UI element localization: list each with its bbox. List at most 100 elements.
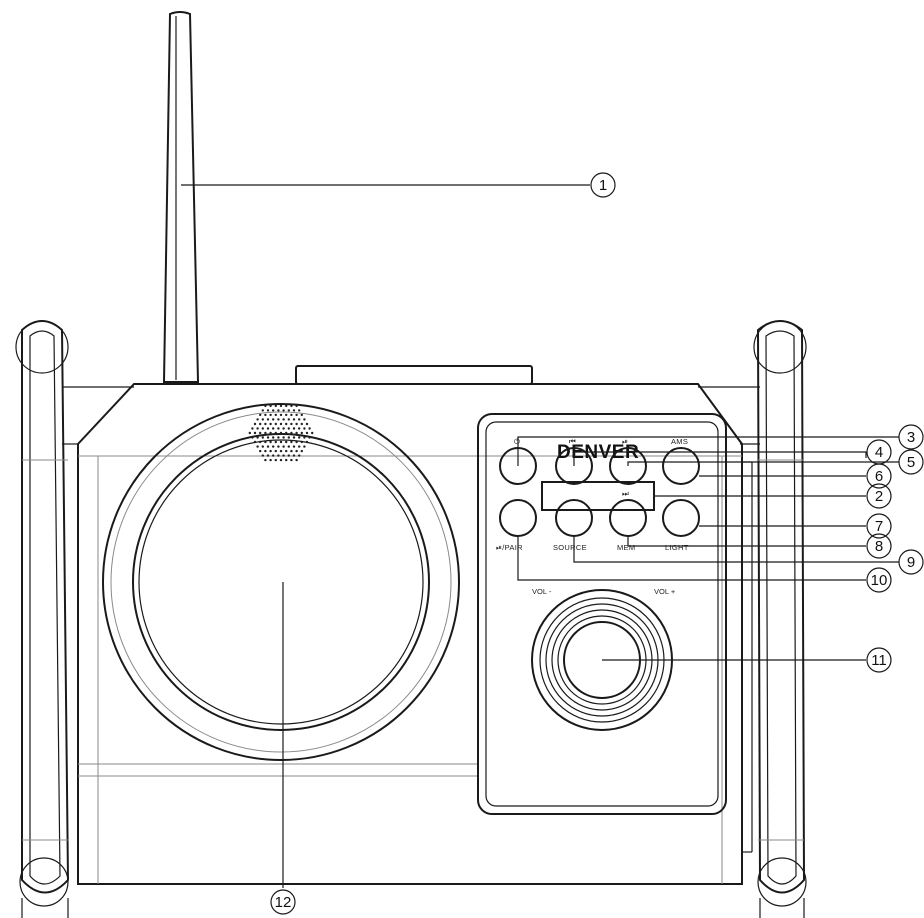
top-handle-plate xyxy=(295,365,533,385)
grille-dot xyxy=(295,431,298,435)
callout-11: 11 xyxy=(866,647,892,673)
grille-dot xyxy=(285,404,288,408)
play-pause-button[interactable] xyxy=(609,447,647,485)
control-panel: DENVER xyxy=(477,413,727,815)
grille-dot xyxy=(298,427,301,430)
grille-dot xyxy=(305,440,309,444)
grille-dot xyxy=(285,458,288,462)
speaker-grille xyxy=(248,404,314,462)
speaker xyxy=(102,403,460,761)
grille-dot xyxy=(303,436,306,439)
grille-dot xyxy=(274,404,277,408)
grille-dot xyxy=(269,422,272,426)
antenna xyxy=(162,11,200,383)
svg-text:9: 9 xyxy=(907,554,915,571)
grille-dot xyxy=(279,404,283,408)
grille-dot xyxy=(272,436,275,439)
grille-dot xyxy=(292,409,296,412)
grille-dot xyxy=(266,418,270,421)
grille-dot xyxy=(285,431,288,435)
grille-dot xyxy=(311,431,314,435)
svg-text:1: 1 xyxy=(599,177,607,194)
grille-dot xyxy=(279,440,283,444)
grille-dot xyxy=(261,409,264,412)
grille-dot xyxy=(285,413,288,417)
side-rods xyxy=(62,386,760,445)
grille-dot xyxy=(300,422,303,426)
grille-dot xyxy=(287,418,290,421)
grille-dot xyxy=(277,445,280,448)
grille-dot xyxy=(282,445,285,448)
grille-dot xyxy=(266,409,270,412)
grille-dot xyxy=(305,422,309,426)
svg-text:10: 10 xyxy=(871,572,888,589)
ams-button[interactable] xyxy=(662,447,700,485)
source-label: SOURCE xyxy=(553,543,587,552)
grille-dot xyxy=(264,440,267,444)
grille-dot xyxy=(256,427,259,430)
grille-dot xyxy=(298,445,301,448)
grille-dot xyxy=(274,431,277,435)
callout-7: 7 xyxy=(866,513,892,539)
source-button[interactable] xyxy=(555,499,593,537)
grille-dot xyxy=(303,418,306,421)
grille-dot xyxy=(303,445,306,448)
callout-5: 5 xyxy=(898,449,924,475)
grille-dot xyxy=(253,422,257,426)
grille-dot xyxy=(305,431,309,435)
prev-button[interactable] xyxy=(555,447,593,485)
svg-text:7: 7 xyxy=(875,518,883,535)
grille-dot xyxy=(259,449,262,453)
next-button[interactable] xyxy=(609,499,647,537)
grille-dot xyxy=(300,413,303,417)
grille-dot xyxy=(295,422,298,426)
grille-dot xyxy=(295,413,298,417)
grille-dot xyxy=(253,440,257,444)
callout-1: 1 xyxy=(590,172,616,198)
grille-dot xyxy=(292,445,296,448)
grille-dot xyxy=(269,404,272,408)
grille-dot xyxy=(282,454,285,457)
grille-dot xyxy=(259,440,262,444)
grille-dot xyxy=(292,418,296,421)
callout-9: 9 xyxy=(898,549,924,575)
vol-minus-label: VOL - xyxy=(532,587,552,596)
grille-dot xyxy=(287,445,290,448)
grille-dot xyxy=(266,454,270,457)
grille-dot xyxy=(295,404,298,408)
grille-dot xyxy=(277,436,280,439)
grille-dot xyxy=(308,436,311,439)
grille-dot xyxy=(264,422,267,426)
grille-dot xyxy=(272,427,275,430)
grille-dot xyxy=(290,431,293,435)
grille-dot xyxy=(298,454,301,457)
grille-dot xyxy=(269,458,272,462)
light-button[interactable] xyxy=(662,499,700,537)
grille-dot xyxy=(266,436,270,439)
grille-dot xyxy=(287,409,290,412)
vol-plus-label: VOL + xyxy=(654,587,676,596)
grille-dot xyxy=(274,449,277,453)
grille-dot xyxy=(300,440,303,444)
grille-dot xyxy=(266,445,270,448)
grille-dot xyxy=(290,458,293,462)
svg-text:11: 11 xyxy=(871,652,887,669)
grille-dot xyxy=(253,431,257,435)
light-label: LIGHT xyxy=(665,543,689,552)
grille-dot xyxy=(274,440,277,444)
ams-label: AMS xyxy=(671,437,688,446)
grille-dot xyxy=(285,449,288,453)
grille-dot xyxy=(285,440,288,444)
grille-dot xyxy=(279,422,283,426)
play-pair-button[interactable] xyxy=(499,499,537,537)
radio-body xyxy=(77,383,753,885)
svg-text:4: 4 xyxy=(875,444,883,461)
grille-dot xyxy=(277,454,280,457)
grille-dot xyxy=(274,422,277,426)
grille-dot xyxy=(251,436,254,439)
grille-dot xyxy=(300,431,303,435)
grille-dot xyxy=(279,413,283,417)
grille-dot xyxy=(272,418,275,421)
grille-dot xyxy=(298,436,301,439)
